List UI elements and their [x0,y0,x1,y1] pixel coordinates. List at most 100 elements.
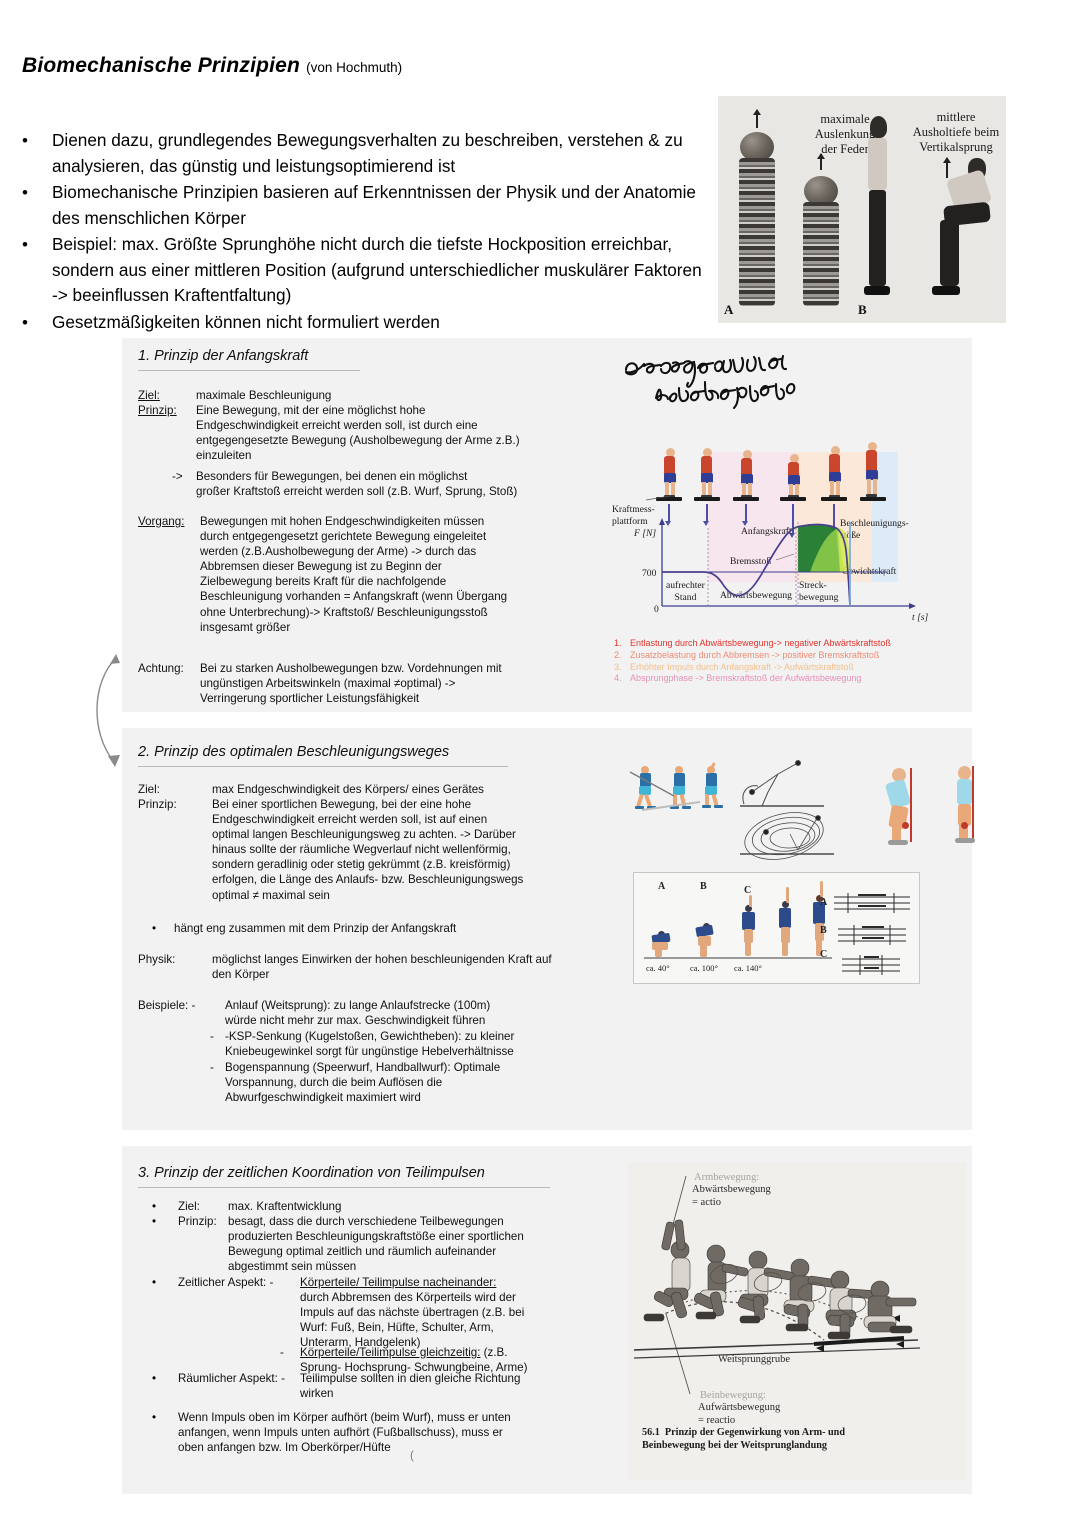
chart-phase-label-streck: Streck- bewegung [799,580,839,603]
photo-label-a: maximale Auslenkung der Feder [814,112,876,156]
handwritten-note [620,352,870,412]
section-1-rule [138,370,360,371]
list-item: • Biomechanische Prinzipien basieren auf… [18,180,708,231]
javelin-throw-illustration [628,758,975,868]
section-3-ziel-text: max. Kraftentwicklung [228,1200,342,1213]
section-2-beispiele-label: Beispiele: - [138,999,196,1012]
section-2-bullet-text: hängt eng zusammen mit dem Prinzip der A… [174,922,457,935]
section-1-achtung-text: Bei zu starken Ausholbewegungen bzw. Vor… [200,662,502,706]
section-2-physik-text: möglichst langes Einwirken der hohen bes… [212,953,552,982]
section-1-vorgang-label: Vorgang: [138,515,185,528]
caption-number: 4. [614,673,622,684]
arrow-up-icon [753,109,760,128]
stray-mark: ( [410,1449,414,1462]
bullet-icon: • [152,922,157,935]
list-item: • Dienen dazu, grundlegendes Bewegungsve… [18,128,708,179]
photo-letter-b: B [858,302,867,317]
long-jump-svg [633,1175,921,1395]
page-title: Biomechanische Prinzipien (von Hochmuth) [22,54,402,78]
section-2-rule [138,766,508,767]
section-2-heading: 2. Prinzip des optimalen Beschleunigungs… [138,744,450,760]
athlete-figure [862,442,882,497]
caption-text: Zusatzbelastung durch Abbremsen -> posit… [630,649,880,660]
athlete-figure [784,454,804,508]
squat-depth-diagram: A B C ca. 40° ca. 100° ca. 140° A [633,872,920,984]
bullet-icon: • [22,183,28,202]
section-3-zeitlich-sub2: Körperteile/Teilimpulse gleichzeitig: (z… [300,1345,528,1375]
caption-number: 2. [614,649,622,660]
squat-angle-c: ca. 140° [734,963,762,973]
caption-number: 1. [614,638,622,648]
squat-letter-b: B [700,881,707,892]
sarcomere-diagram [834,893,910,975]
intro-bullet-list: • Dienen dazu, grundlegendes Bewegungsve… [18,128,708,336]
athlete-figure [737,450,757,504]
shotput-trajectory-diagram [740,760,834,860]
section-3-zeitlich-sub1-title: Körperteile/ Teilimpulse nacheinander: [300,1276,497,1289]
squat-angle-b: ca. 100° [690,963,718,973]
force-plate [821,497,847,501]
sarcomere-letter-b: B [820,925,827,936]
section-3-raeumlicher-label: Räumlicher Aspekt: - [178,1372,285,1385]
section-3-zeitlich-sub2-title: Körperteile/Teilimpulse gleichzeitig: [300,1346,481,1359]
force-plate [780,497,806,501]
section-3-raeumlicher-text: Teilimpulse sollten in dien gleiche Rich… [300,1372,521,1401]
squat-ground-line [644,957,832,959]
athlete-figure [697,448,717,502]
spring-mass-ball [740,132,774,162]
list-item: • Beispiel: max. Größte Sprunghöhe nicht… [18,232,708,309]
bullet-icon: • [152,1200,157,1213]
person-legs [869,190,886,286]
chart-phase-band-abwaerts [708,452,796,582]
dash-icon: - [210,1061,214,1074]
spring-coil-extended [739,158,775,306]
long-jump-landing-illustration: Armbewegung: Abwärtsbewegung = actio Bei… [628,1162,966,1480]
bullet-icon: • [22,312,28,332]
arrow-down-icon [703,504,709,526]
list-item-text: Beispiel: max. Größte Sprunghöhe nicht d… [52,234,702,305]
section-3-final-bullet: Wenn Impuls oben im Körper aufhört (beim… [178,1411,511,1455]
section-2-physik-label: Physik: [138,953,176,966]
sarcomere-letter-c: C [820,949,828,960]
dash-icon: - [280,1346,284,1359]
chart-ylabel: F [N] [634,528,657,539]
person-head [870,116,887,138]
photo-letter-a: A [724,302,734,317]
sarcomere-letter-a: A [820,897,828,908]
posture-figure-upright [946,766,992,844]
person-torso [868,138,887,190]
section-1-arrow-label: -> [172,470,183,483]
section-1-prinzip-text: Eine Bewegung, mit der eine möglichst ho… [196,404,520,463]
force-time-chart: Kraftmess- plattform F [N] t [s] 700 0 A… [612,400,974,632]
caption-text: Absprungphase -> Bremskraftstoß der Aufw… [630,673,862,684]
arm-movement-label: Abwärtsbewegung = actio [692,1184,771,1208]
javelin-spear [629,771,701,811]
force-plate [860,497,886,501]
section-2-ziel-label: Ziel: [138,783,160,796]
arm-movement-faint-label: Armbewegung: [694,1172,760,1183]
javelin-thrower-figure [670,766,692,810]
arrow-down-icon [742,504,748,526]
person-shoe [864,286,890,295]
chart-phase-label-abwaerts: Abwärtsbewegung [720,590,792,601]
long-jump-pit-label: Weitsprunggrube [718,1354,791,1365]
section-3-zeitlich-sub2-text: (z.B. Sprung- Hochsprung- Schwungbeine, … [300,1346,528,1375]
section-1-ziel-text: maximale Beschleunigung [196,389,332,402]
leg-movement-label: Aufwärtsbewegung = reactio [698,1402,781,1426]
force-plate [733,497,759,501]
posture-figure-bent [880,768,926,846]
leg-movement-faint-label: Beinbewegung: [700,1390,766,1401]
bullet-icon: • [22,235,28,254]
person-shank [940,220,959,286]
page-title-subtitle: (von Hochmuth) [306,60,403,75]
section-3-heading: 3. Prinzip der zeitlichen Koordination v… [138,1165,485,1181]
section-3-ziel-label: Ziel: [178,1200,200,1213]
section-3-rule [138,1187,550,1188]
chart-annotation-bremsstoss: Bremsstoß [730,556,772,567]
section-3-zeitlich-sub1-text: durch Abbremsen des Körperteils wird der… [300,1291,525,1350]
spring-vs-jump-photo: A maximale Auslenkung der Feder mittlere… [718,96,1006,323]
list-item: • Gesetzmäßigkeiten können nicht formuli… [18,310,708,336]
chart-annotation-plattform: Kraftmess- plattform [612,504,655,527]
javelin-thrower-figure [702,762,724,808]
squat-letter-a: A [658,881,666,892]
